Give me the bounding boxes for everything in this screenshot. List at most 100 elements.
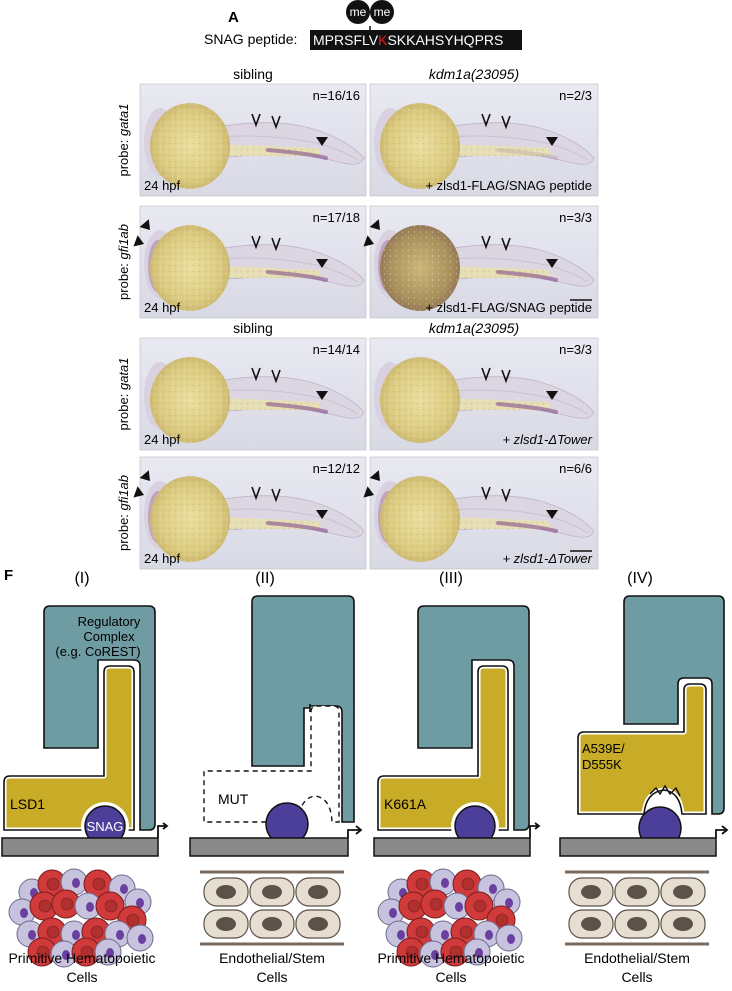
broken-pocket <box>649 784 681 797</box>
leukocyte-nucleus <box>455 902 463 912</box>
injection-note: + zlsd1-ΔTower <box>502 432 592 447</box>
methyl-ball-1 <box>346 0 370 24</box>
rbc-nucleus <box>407 899 421 913</box>
caption-1-line-1: Primitive Hematopoietic <box>8 950 155 966</box>
solid-arrowhead <box>316 510 328 519</box>
embryo <box>144 357 365 443</box>
leukocyte-nucleus <box>475 948 483 958</box>
injection-note: + zlsd1-FLAG/SNAG peptide <box>425 178 592 193</box>
solid-arrowhead <box>546 510 558 519</box>
stage-label: 24 hpf <box>144 551 181 566</box>
open-arrowhead <box>501 369 511 384</box>
endothelial-nucleus <box>216 917 236 931</box>
numeral-3: (III) <box>439 570 463 587</box>
rbc-nucleus <box>415 877 429 891</box>
icm-stain <box>496 270 558 282</box>
snag-peptide-label: SNAG peptide: <box>204 31 297 47</box>
a539e-label-2: D555K <box>582 757 622 772</box>
embryo <box>144 103 365 189</box>
open-arrowhead <box>271 369 281 384</box>
hematopoietic-cell-cluster <box>8 868 154 968</box>
peptide-sequence: MPRSFLVKSKKAHSYHQPRS <box>313 32 503 48</box>
tss-arrow-2 <box>347 825 363 838</box>
leukocyte-nucleus <box>20 908 28 918</box>
probe-gene: gfi1ab <box>116 224 131 259</box>
complex-4 <box>623 595 725 815</box>
open-arrowhead <box>481 113 491 128</box>
numeral-4: (IV) <box>627 570 653 587</box>
leukocyte-nucleus <box>441 878 449 888</box>
yolk-texture <box>380 103 460 189</box>
complex-3 <box>417 605 530 831</box>
seq-pre: MPRSFLV <box>313 32 379 48</box>
rbc-nucleus <box>38 899 52 913</box>
solid-arrowhead <box>316 391 328 400</box>
open-arrowhead <box>271 488 281 503</box>
dna-4 <box>559 837 717 857</box>
notochord <box>211 257 359 283</box>
lsd1-label: LSD1 <box>10 796 45 812</box>
endothelial-nucleus <box>673 885 693 899</box>
yolk-extension-texture <box>446 144 552 156</box>
mut-label: MUT <box>218 791 249 807</box>
rbc-nucleus <box>46 877 60 891</box>
mutant-panel: n=3/3+ zlsd1-ΔTower <box>369 337 599 451</box>
numeral-2: (II) <box>255 570 275 587</box>
header-sibling-1: sibling <box>233 66 273 82</box>
leukocyte-nucleus <box>389 908 397 918</box>
rbc-nucleus <box>473 899 487 913</box>
notochord <box>441 257 589 283</box>
icm-stain <box>496 521 558 533</box>
solid-arrowhead <box>546 137 558 146</box>
endothelial-nucleus <box>581 885 601 899</box>
rbc-nucleus <box>46 925 60 939</box>
leukocyte-nucleus <box>441 930 449 940</box>
yolk-texture <box>150 225 230 311</box>
stage-label: 24 hpf <box>144 178 181 193</box>
solid-arrowhead <box>139 470 150 481</box>
endothelial-nucleus <box>308 885 328 899</box>
solid-arrowhead <box>369 470 380 481</box>
header-sibling-2: sibling <box>233 320 273 336</box>
sequence-box <box>310 30 522 50</box>
open-arrowhead <box>251 113 261 128</box>
endothelial-nucleus <box>673 917 693 931</box>
rbc-nucleus <box>60 897 74 911</box>
notochord <box>441 508 589 534</box>
notochord <box>211 389 359 415</box>
model-2: MUT <box>189 595 363 857</box>
open-arrowhead <box>251 367 261 382</box>
open-arrowhead <box>271 115 281 130</box>
rbc-nucleus <box>461 877 475 891</box>
solid-arrowhead <box>316 259 328 268</box>
leukocyte-nucleus <box>120 884 128 894</box>
dna-3 <box>373 837 531 857</box>
leukocyte-nucleus <box>28 930 36 940</box>
header-mutant-1: kdm1a(23095) <box>429 66 519 82</box>
leukocyte-nucleus <box>106 948 114 958</box>
leukocyte-nucleus <box>507 934 515 944</box>
open-arrowhead <box>251 486 261 501</box>
dna-1 <box>1 837 159 857</box>
dna-2 <box>189 837 349 857</box>
endothelial-nucleus <box>308 917 328 931</box>
snag-label: SNAG <box>87 819 124 834</box>
probe-label: probe: gfi1ab <box>116 475 131 551</box>
open-arrowhead <box>501 115 511 130</box>
embryo <box>374 357 595 443</box>
caption-4-line-2: Cells <box>621 969 652 985</box>
rbc-nucleus <box>459 925 473 939</box>
mut-outline <box>203 705 340 823</box>
probe-label: probe: gata1 <box>116 103 131 176</box>
complex-1 <box>43 605 156 831</box>
rbc-nucleus <box>429 897 443 911</box>
sample-count: n=12/12 <box>313 461 360 476</box>
sample-count: n=14/14 <box>313 342 360 357</box>
yolk-texture <box>380 476 460 562</box>
icm-stain <box>496 402 558 414</box>
